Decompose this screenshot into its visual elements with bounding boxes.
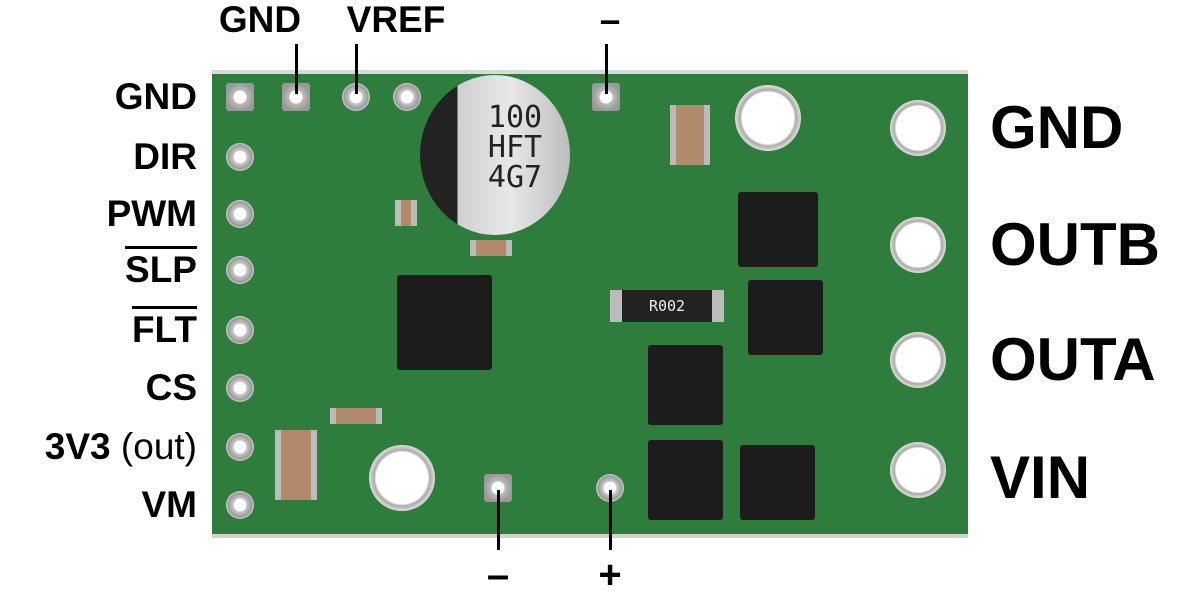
leader-line xyxy=(295,44,298,94)
pin-unlabeled xyxy=(393,83,421,111)
label-top-minus: – xyxy=(599,0,621,40)
label-right-gnd: GND xyxy=(990,94,1124,161)
driver-ic xyxy=(397,275,492,370)
capacitor-marking: HFT xyxy=(487,130,543,165)
smd-capacitor xyxy=(330,408,382,424)
terminal-gnd xyxy=(890,100,946,156)
pin-slp xyxy=(226,256,254,284)
label-vref: VREF xyxy=(346,0,446,40)
mosfet xyxy=(648,345,723,425)
smd-capacitor xyxy=(470,240,512,256)
motor-driver-board xyxy=(212,70,968,538)
pin-gnd xyxy=(226,83,254,111)
capacitor-marking: 4G7 xyxy=(487,160,543,195)
electrolytic-capacitor: 100 HFT 4G7 xyxy=(420,75,570,235)
mounting-hole xyxy=(369,445,435,511)
leader-line xyxy=(609,490,612,550)
smd-capacitor xyxy=(275,430,317,500)
label-vm: VM xyxy=(141,484,198,525)
terminal-vin xyxy=(890,442,946,498)
capacitor-marking: 100 xyxy=(487,100,543,135)
smd-capacitor xyxy=(395,200,417,226)
label-bottom-plus: + xyxy=(598,553,622,591)
label-pwm: PWM xyxy=(106,193,197,234)
pin-vm xyxy=(226,491,254,519)
terminal-outb xyxy=(890,217,946,273)
label-outa: OUTA xyxy=(990,326,1156,393)
pin-flt xyxy=(226,316,254,344)
mosfet xyxy=(748,280,823,355)
label-slp: SLP xyxy=(125,249,197,290)
label-3v3-suffix: (out) xyxy=(110,426,197,467)
mosfet xyxy=(648,440,723,520)
mosfet xyxy=(740,445,815,520)
pin-cs xyxy=(226,374,254,402)
pin-pwm xyxy=(226,200,254,228)
label-gnd: GND xyxy=(114,76,197,117)
smd-capacitor xyxy=(670,105,710,165)
mounting-hole xyxy=(735,85,801,151)
leader-line xyxy=(355,44,358,94)
label-outb: OUTB xyxy=(990,211,1160,278)
pin-3v3 xyxy=(226,433,254,461)
label-cs: CS xyxy=(145,367,197,408)
leader-line xyxy=(497,490,500,550)
label-dir: DIR xyxy=(133,136,197,177)
label-3v3: 3V3 (out) xyxy=(45,427,197,467)
shunt-resistor: R002 xyxy=(610,290,724,322)
label-3v3-name: 3V3 xyxy=(44,426,111,467)
label-top-gnd: GND xyxy=(218,0,302,40)
label-vin: VIN xyxy=(990,444,1091,511)
pin-dir xyxy=(226,143,254,171)
terminal-outa xyxy=(890,332,946,388)
label-flt: FLT xyxy=(131,309,197,350)
label-bottom-minus: – xyxy=(486,553,510,591)
mosfet xyxy=(738,192,818,267)
leader-line xyxy=(605,44,608,94)
